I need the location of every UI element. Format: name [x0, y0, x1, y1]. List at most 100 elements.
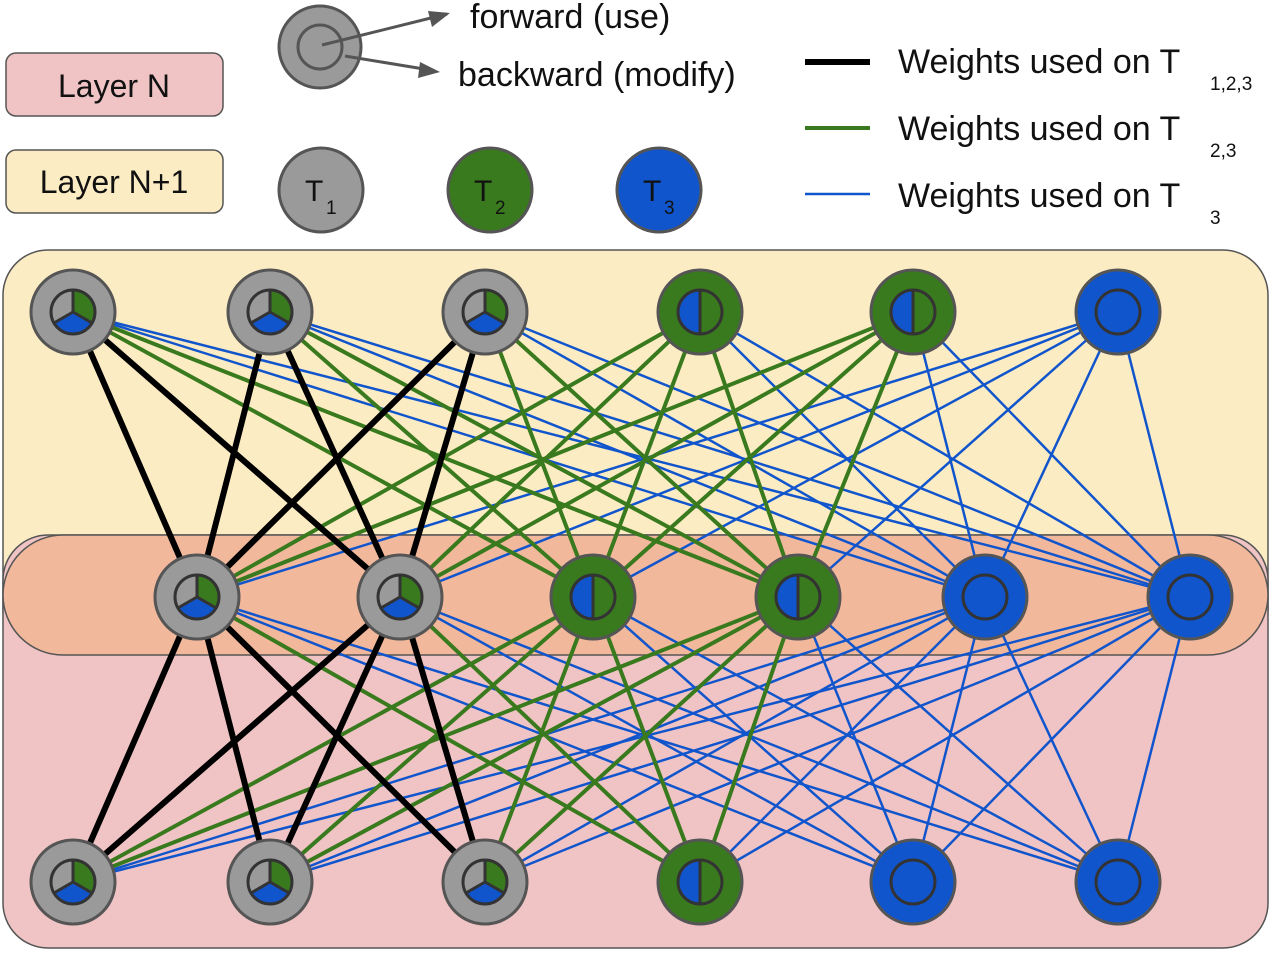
weight-t123-edge-0-1-1 [267, 309, 403, 600]
weight-t23-edge-0-2-2 [483, 310, 595, 599]
neuron-core-ring [889, 858, 937, 906]
task-2-icon [446, 146, 534, 234]
neuron-divider [465, 880, 486, 895]
weight-t123-edge-0-0-0 [70, 309, 200, 600]
neuron-bottom-3 [441, 838, 529, 926]
task-1-label: T [305, 175, 323, 208]
neuron-bottom-1 [29, 838, 117, 926]
neuron-divider [380, 595, 401, 610]
direction-legend-neuron-core [296, 23, 344, 71]
weight-t23-edge-0-3-2 [591, 310, 702, 599]
neuron-middle-3 [549, 553, 637, 641]
weight-t3-edge-0-5-5 [1116, 310, 1192, 599]
weight-t3-edge-1-5-5 [1116, 595, 1192, 884]
neuron-divider [465, 310, 486, 325]
neuron-core-ring [1094, 858, 1142, 906]
weight-t3-edge-0-1-5 [268, 310, 1192, 599]
neuron-top-4 [656, 268, 744, 356]
weight-t3-edge-0-0-4 [71, 310, 987, 599]
weight-t3-edge-0-2-4 [483, 310, 987, 599]
neuron-middle-4 [754, 553, 842, 641]
weight-t23-edge-0-2-3 [483, 310, 800, 599]
weight-t3-edge-1-4-0 [71, 595, 987, 884]
weight-t123-edge-0-1-0 [194, 309, 273, 600]
neuron-divider [250, 310, 271, 325]
weight-legend-t3-sub: 3 [1210, 208, 1221, 229]
weight-t123-edge-1-1-0 [70, 594, 403, 885]
weight-t123-edge-1-1-1 [267, 594, 403, 885]
weight-t3-edge-0-3-5 [698, 310, 1192, 599]
weight-t3-edge-0-3-4 [698, 310, 987, 599]
neuron-core-ring [461, 288, 509, 336]
task-1-icon [277, 146, 365, 234]
weight-t3-edge-1-5-1 [268, 595, 1192, 884]
layer-n1-legend-box [5, 149, 224, 214]
neuron-divider [72, 310, 93, 325]
neuron-middle-6 [1146, 553, 1234, 641]
neuron-top-2 [226, 268, 314, 356]
weight-t23-edge-1-3-1 [268, 595, 800, 884]
weight-legend-all-text: Weights used on T [898, 43, 1180, 81]
layer-n-legend-box [5, 52, 224, 117]
neuron-bottom-4 [656, 838, 744, 926]
weight-t23-edge-0-1-2 [268, 310, 595, 599]
neuron-top-1 [29, 268, 117, 356]
neuron-bottom-2 [226, 838, 314, 926]
legend: Layer N Layer N+1 forward (use) backward… [5, 0, 1252, 234]
neuron-half-blue [891, 290, 913, 334]
weight-t23-edge-1-0-3 [195, 595, 702, 884]
neuron-divider [269, 880, 290, 895]
weight-t3-edge-1-5-3 [698, 595, 1192, 884]
weight-t23-edge-1-2-2 [483, 595, 595, 884]
direction-legend: forward (use) backward (modify) [277, 0, 736, 94]
neuron-core-ring [173, 573, 221, 621]
weight-legend-t3-text: Weights used on T [898, 177, 1180, 215]
neuron-core-ring [246, 288, 294, 336]
weight-t23-edge-1-3-0 [71, 595, 800, 884]
weight-t3-edge-1-2-4 [591, 595, 915, 884]
neuron-core-ring [246, 858, 294, 906]
weight-t3-edge-1-0-4 [195, 595, 915, 884]
neurons [29, 268, 1234, 926]
neuron-core-ring [376, 573, 424, 621]
neuron-divider [53, 310, 74, 325]
weight-t3-edge-0-5-3 [796, 310, 1120, 599]
weight-t23-edge-1-2-3 [591, 595, 702, 884]
neuron-core-ring [461, 858, 509, 906]
neuron-core-ring [774, 573, 822, 621]
neuron-half-blue [678, 860, 700, 904]
direction-legend-neuron [277, 4, 363, 90]
connection-weights [70, 309, 1192, 885]
weight-t23-edge-0-3-0 [195, 310, 702, 599]
task-2-label: T [474, 175, 492, 208]
task-3-label: T [643, 175, 661, 208]
weight-t23-edge-0-0-3 [71, 310, 800, 599]
weight-t23-edge-0-4-0 [195, 310, 915, 599]
neuron-half-blue [678, 290, 700, 334]
neuron-divider [269, 310, 290, 325]
neuron-divider [484, 880, 505, 895]
neuron-half-green [798, 575, 820, 619]
task-3-icon [615, 146, 703, 234]
forward-arrow [321, 12, 448, 47]
weight-t23-edge-0-4-1 [398, 310, 915, 599]
weight-t3-edge-0-4-4 [911, 310, 987, 599]
weight-t23-edge-1-1-3 [398, 595, 702, 884]
neuron-bottom-6 [1074, 838, 1162, 926]
backward-label: backward (modify) [458, 56, 736, 94]
neuron-core-ring [49, 858, 97, 906]
neuron-divider [250, 880, 271, 895]
neuron-divider [177, 595, 198, 610]
neuron-middle-2 [356, 553, 444, 641]
weight-t3-edge-0-1-4 [268, 310, 987, 599]
neuron-middle-5 [941, 553, 1029, 641]
task-3-subscript: 3 [664, 198, 675, 219]
neuron-core-ring [569, 573, 617, 621]
weight-t3-edge-0-5-1 [398, 310, 1120, 599]
neuron-half-green [700, 860, 722, 904]
task-legend: T 1 T 2 T 3 [277, 146, 703, 234]
weight-t3-edge-1-4-3 [698, 595, 987, 884]
layer-n-legend-label: Layer N [58, 68, 170, 104]
neuron-divider [484, 310, 505, 325]
neuron-top-3 [441, 268, 529, 356]
